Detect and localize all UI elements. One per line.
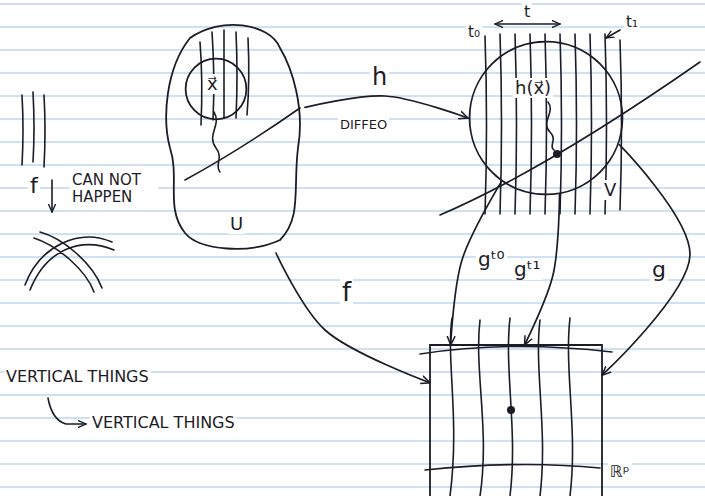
map-label: h [370, 64, 389, 90]
box-outline [430, 345, 602, 496]
point-image: h(x⃗) [513, 78, 553, 98]
circle-outline [470, 42, 623, 195]
image-transverse-curve [420, 346, 612, 470]
pointer-arrow [606, 30, 620, 38]
blob-outline [166, 25, 300, 249]
map-arrow [305, 96, 468, 118]
point-dot [507, 406, 515, 414]
transverse-curve [440, 62, 700, 215]
transverse-curve [185, 108, 300, 180]
double-arrow [495, 23, 560, 25]
region-name: U [228, 214, 245, 234]
chart-circle: h(x⃗)V [468, 40, 624, 196]
map-label: gᵗ⁰ [476, 248, 507, 270]
squiggle [213, 112, 220, 172]
ruled-paper-lines [0, 4, 705, 487]
parallel-lines-sketch [22, 92, 45, 167]
note: CAN NOT HAPPEN [70, 172, 158, 205]
note: VERTICAL THINGS [4, 368, 151, 386]
map-name: f [28, 174, 40, 198]
region-name: V [602, 180, 618, 200]
point-dot [553, 150, 561, 158]
crossing-curves [25, 232, 114, 292]
neighbourhood-circle: x⃗ [185, 58, 247, 120]
region-blob: Ux⃗ [160, 18, 305, 253]
squiggle [547, 102, 554, 150]
map-arrow [602, 145, 690, 376]
map-label: g [650, 258, 668, 282]
leaf-name: t₀ [466, 24, 482, 41]
target-space-box: ℝᵖ [430, 345, 602, 496]
vertical-foliation [485, 34, 622, 214]
map-annotation: DIFFEO [338, 118, 389, 132]
parameter-name: t [522, 3, 532, 21]
circle-outline [186, 59, 247, 120]
leaf-name: t₁ [624, 14, 640, 31]
vertical-foliation [200, 30, 249, 125]
space-name: ℝᵖ [608, 463, 632, 481]
map-label: gᵗ¹ [512, 258, 543, 280]
map-label: f [340, 278, 353, 307]
note: VERTICAL THINGS [90, 414, 237, 432]
target-space-box-outline [430, 345, 602, 496]
down-arrow [51, 180, 53, 212]
chart-circle-outline [468, 40, 624, 196]
point-name: x⃗ [205, 74, 220, 94]
implies-arrow [48, 398, 86, 424]
map-arrow [276, 253, 430, 383]
